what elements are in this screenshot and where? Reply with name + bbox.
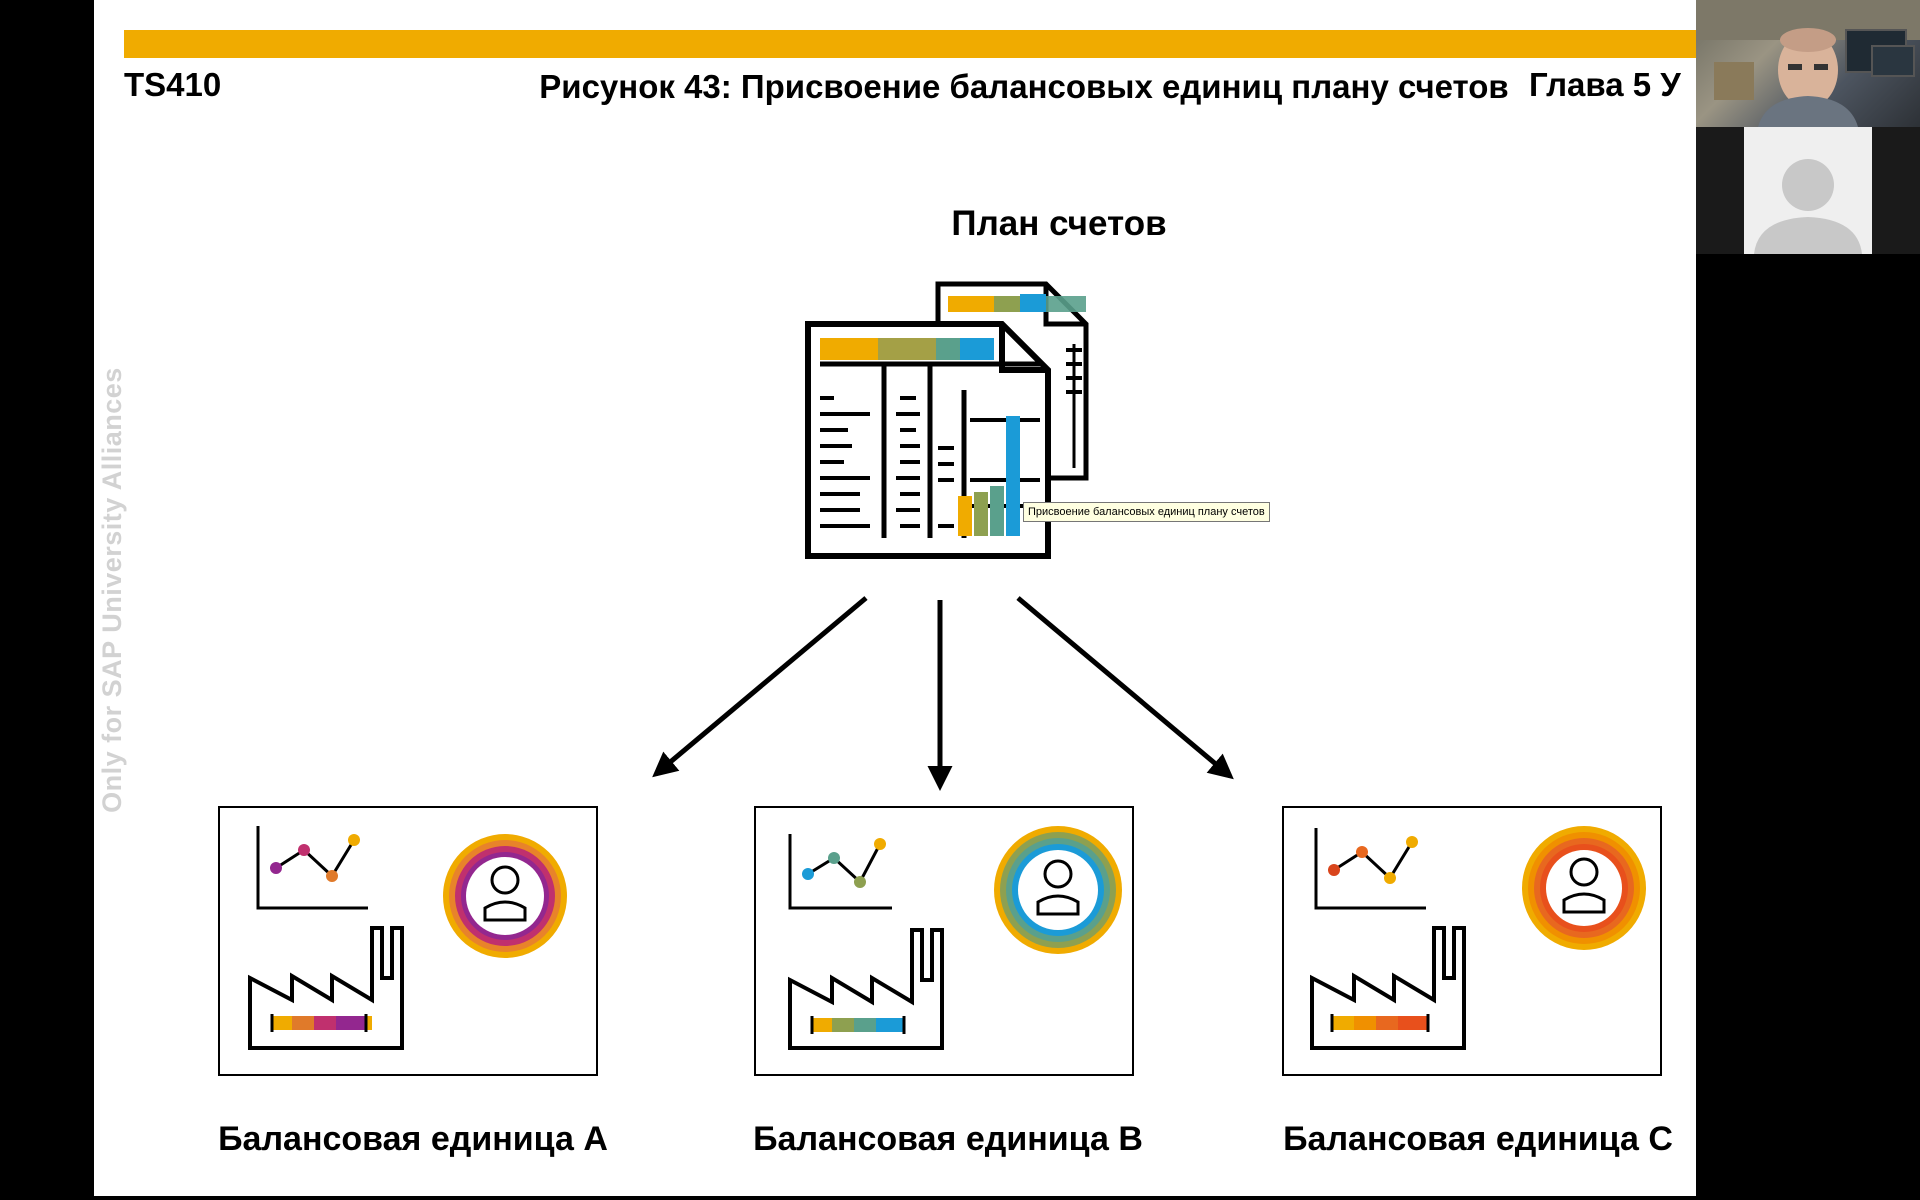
video-panel: [1696, 0, 1920, 1200]
watermark-left: Only for SAP University Alliances: [97, 367, 127, 813]
company-code-card-b: [754, 806, 1134, 1076]
company-code-card-c: [1282, 806, 1662, 1076]
user-icon: [994, 826, 1122, 954]
chart-of-accounts-title: План счетов: [951, 204, 1167, 243]
figure-title: Рисунок 43: Присвоение балансовых единиц…: [539, 68, 1509, 105]
company-code-label-c: Балансовая единица C: [1283, 1120, 1673, 1158]
line-chart-icon: [256, 826, 368, 910]
course-code: TS410: [124, 66, 222, 103]
company-code-card-a: [218, 806, 598, 1076]
user-icon: [443, 834, 567, 958]
webcam-feed-icon: [1696, 0, 1920, 127]
participant-video-tile[interactable]: [1696, 0, 1920, 127]
user-icon: [1522, 826, 1646, 950]
chapter-label: Глава 5 У: [1529, 66, 1681, 103]
user-avatar-icon: [1744, 127, 1872, 254]
line-chart-icon: [1314, 828, 1426, 910]
spreadsheet-icon: [805, 281, 1089, 559]
tooltip: Присвоение балансовых единиц плану счето…: [1023, 502, 1270, 522]
line-chart-icon: [788, 834, 892, 910]
accent-bar: [124, 30, 1796, 58]
arrow-icon: [1016, 596, 1234, 780]
factory-icon: [248, 926, 404, 1050]
participant-avatar-tile[interactable]: [1696, 127, 1920, 254]
company-code-label-a: Балансовая единица A: [218, 1120, 608, 1158]
arrow-icon: [652, 596, 868, 778]
factory-icon: [1310, 926, 1466, 1050]
assignment-arrows: [652, 596, 1234, 791]
company-code-label-b: Балансовая единица B: [753, 1120, 1143, 1158]
slide: TS410 Рисунок 43: Присвоение балансовых …: [94, 0, 1826, 1196]
factory-icon: [788, 928, 944, 1050]
